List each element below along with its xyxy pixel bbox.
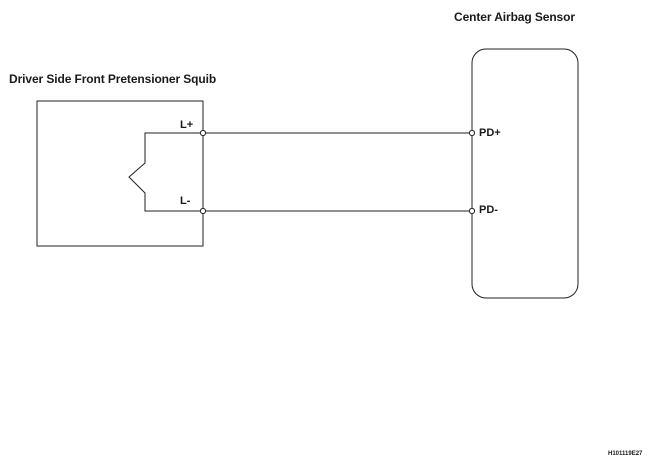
squib-title: Driver Side Front Pretensioner Squib bbox=[9, 72, 217, 86]
pin-label-l-minus: L- bbox=[180, 195, 191, 207]
terminal-pd-plus bbox=[468, 129, 476, 137]
squib-box bbox=[36, 100, 204, 247]
pin-label-pd-minus: PD- bbox=[479, 204, 498, 216]
terminal-l-plus bbox=[199, 129, 207, 137]
sensor-title: Center Airbag Sensor bbox=[454, 10, 575, 24]
pin-label-pd-plus: PD+ bbox=[479, 127, 501, 139]
sensor-box bbox=[471, 48, 579, 299]
pin-label-l-plus: L+ bbox=[180, 119, 194, 131]
figure-code: H101119E27 bbox=[608, 451, 643, 457]
squib-element-symbol bbox=[128, 132, 203, 212]
terminal-l-minus bbox=[199, 207, 207, 215]
terminal-pd-minus bbox=[468, 207, 476, 215]
